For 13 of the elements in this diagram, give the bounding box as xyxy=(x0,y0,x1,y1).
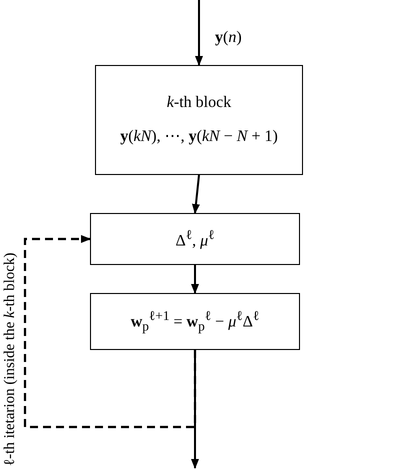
block-text: w$_{p}$$^{ℓ+1}$ = w$_{p}$$^{ℓ}$ − μ$^{ℓ}$Δ$^{ℓ}$ xyxy=(130,308,260,335)
process-box xyxy=(90,213,300,265)
block-heading: k-th block xyxy=(166,94,232,112)
process-box xyxy=(95,65,303,175)
feedback-arrow xyxy=(24,235,196,428)
arrow xyxy=(192,174,200,214)
block-text: Δ$^{ℓ}$, μ$^{ℓ}$ xyxy=(175,227,215,251)
arrow xyxy=(195,0,203,66)
process-box xyxy=(90,293,300,350)
arrow xyxy=(191,265,199,294)
side-label: ℓ-th itetarion (inside the k-th block) xyxy=(2,252,19,466)
edge-label: y(n) xyxy=(213,28,244,46)
block-text: y(kN), ⋯, y(kN − N + 1) xyxy=(120,127,278,146)
